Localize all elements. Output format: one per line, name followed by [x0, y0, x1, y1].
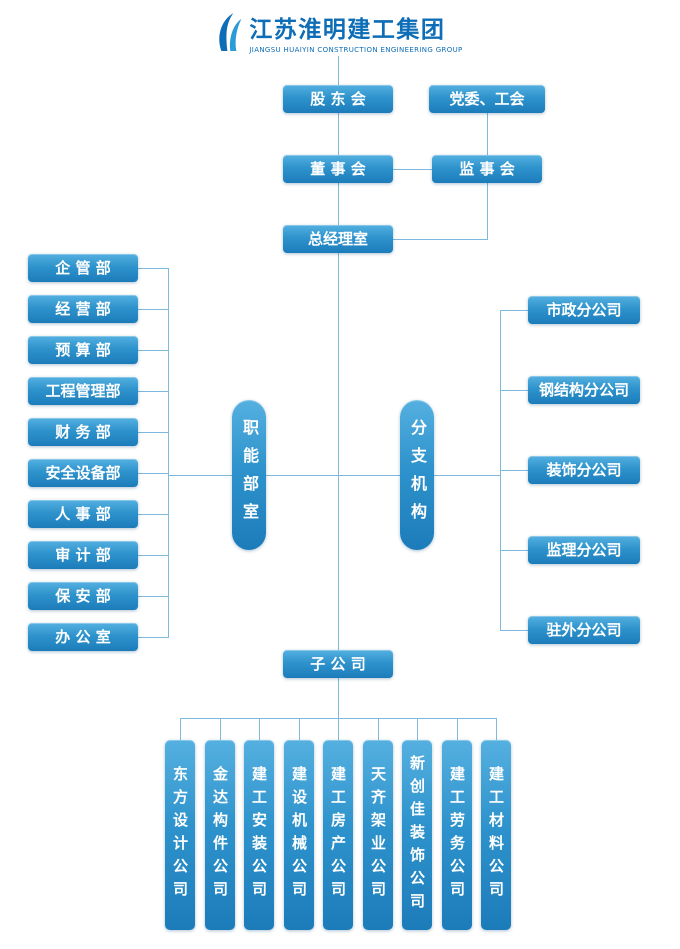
connector-line [434, 475, 500, 476]
node-gm-office: 总经理室 [283, 225, 393, 253]
dept-node: 财 务 部 [28, 418, 138, 446]
connector-line [338, 56, 339, 85]
brand-text: 江苏淮明建工集团 JIANGSU HUAIYIN CONSTRUCTION EN… [249, 10, 462, 54]
branch-node: 监理分公司 [528, 536, 640, 564]
branch-node: 钢结构分公司 [528, 376, 640, 404]
dept-node: 经 营 部 [28, 295, 138, 323]
company-name: 江苏淮明建工集团 [249, 17, 446, 43]
node-subsidiaries-label: 子 公 司 [283, 650, 393, 678]
subsidiary-node: 金达构件公司 [205, 740, 235, 930]
connector-line [393, 169, 432, 170]
connector-line [138, 391, 168, 392]
connector-line [500, 550, 528, 551]
subsidiary-node: 建工房产公司 [323, 740, 353, 930]
connector-line [338, 253, 339, 650]
dept-node: 企 管 部 [28, 254, 138, 282]
dept-node: 审 计 部 [28, 541, 138, 569]
connector-line [180, 718, 497, 719]
subsidiary-node: 建工材料公司 [481, 740, 511, 930]
connector-line [338, 678, 339, 718]
connector-line [393, 239, 488, 240]
connector-line [487, 183, 488, 240]
connector-line [138, 596, 168, 597]
group-pill-branch: 分支机构 [400, 400, 434, 550]
connector-line [138, 350, 168, 351]
connector-line [500, 310, 528, 311]
company-name-en: JIANGSU HUAIYIN CONSTRUCTION ENGINEERING… [249, 46, 463, 54]
brand-header: 江苏淮明建工集团 JIANGSU HUAIYIN CONSTRUCTION EN… [213, 10, 462, 54]
connector-line [138, 268, 168, 269]
connector-line [299, 718, 300, 740]
dept-node: 工程管理部 [28, 377, 138, 405]
dept-node: 安全设备部 [28, 459, 138, 487]
connector-line [138, 432, 168, 433]
node-shareholders: 股 东 会 [283, 85, 393, 113]
company-logo-icon [219, 13, 242, 51]
connector-line [338, 718, 339, 740]
connector-line [487, 113, 488, 155]
branch-node: 驻外分公司 [528, 616, 640, 644]
subsidiary-node: 建工安装公司 [244, 740, 274, 930]
connector-line [457, 718, 458, 740]
branch-node: 装饰分公司 [528, 456, 640, 484]
connector-line [500, 470, 528, 471]
subsidiary-node: 建设机械公司 [284, 740, 314, 930]
node-board: 董 事 会 [283, 155, 393, 183]
connector-line [138, 514, 168, 515]
subsidiary-node: 新创佳装饰公司 [402, 740, 432, 930]
subsidiary-node: 东方设计公司 [165, 740, 195, 930]
connector-line [500, 390, 528, 391]
dept-node: 保 安 部 [28, 582, 138, 610]
node-supervisors: 监 事 会 [432, 155, 542, 183]
subsidiary-node: 建工劳务公司 [442, 740, 472, 930]
dept-node: 人 事 部 [28, 500, 138, 528]
connector-line [338, 113, 339, 155]
subsidiary-node: 天齐架业公司 [363, 740, 393, 930]
branch-node: 市政分公司 [528, 296, 640, 324]
connector-line [496, 718, 497, 740]
group-pill-functional: 职能部室 [232, 400, 266, 550]
connector-line [138, 637, 168, 638]
connector-line [168, 475, 232, 476]
connector-line [378, 718, 379, 740]
connector-line [138, 309, 168, 310]
connector-line [266, 475, 338, 476]
connector-line [138, 555, 168, 556]
connector-line [180, 718, 181, 740]
connector-line [138, 473, 168, 474]
connector-line [220, 718, 221, 740]
node-party-union: 党委、工会 [429, 85, 545, 113]
connector-line [338, 475, 400, 476]
connector-line [500, 630, 528, 631]
connector-line [168, 268, 169, 638]
dept-node: 预 算 部 [28, 336, 138, 364]
connector-line [338, 183, 339, 225]
connector-line [417, 718, 418, 740]
connector-line [259, 718, 260, 740]
dept-node: 办 公 室 [28, 623, 138, 651]
